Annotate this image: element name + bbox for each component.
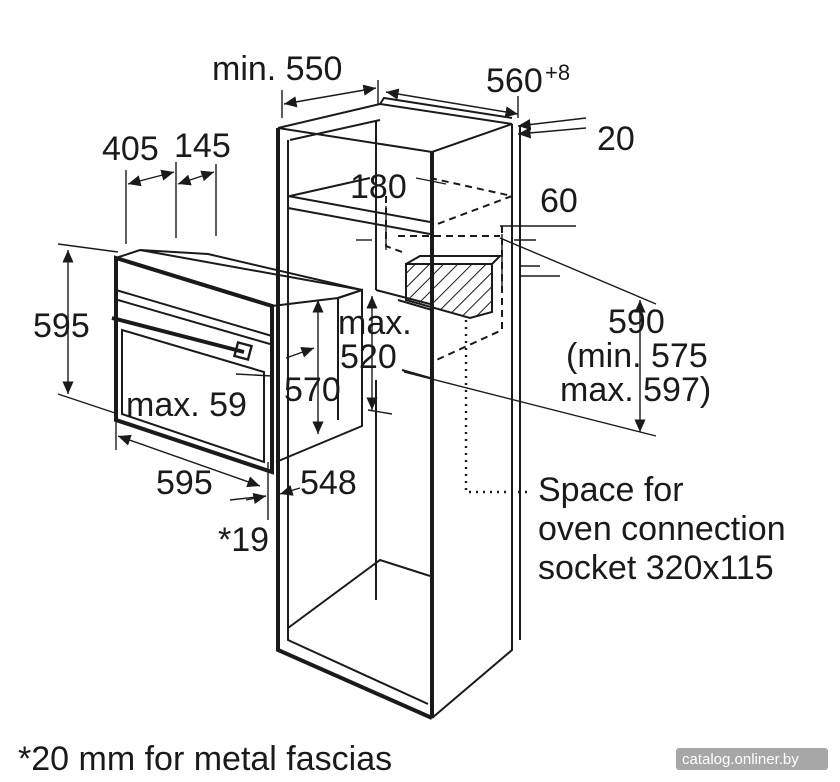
label-socket-line2: oven connection (538, 510, 786, 548)
label-595-width: 595 (156, 464, 213, 502)
connection-socket-area (405, 255, 503, 320)
label-min-575: (min. 575 (566, 337, 708, 375)
footnote: *20 mm for metal fascias (18, 740, 392, 778)
label-145: 145 (174, 127, 231, 165)
label-max-59: max. 59 (126, 386, 247, 424)
label-570: 570 (284, 371, 341, 409)
label-min-550: min. 550 (212, 50, 342, 88)
label-560: 560 (486, 62, 543, 100)
oven (111, 248, 363, 475)
label-548: 548 (300, 464, 357, 502)
socket-leader (464, 320, 530, 494)
label-180: 180 (350, 168, 407, 206)
label-60: 60 (540, 182, 578, 220)
watermark: catalog.onliner.by (676, 748, 828, 770)
label-socket-line3: socket 320x115 (538, 549, 774, 587)
label-590: 590 (608, 303, 665, 341)
label-560-tolerance: +8 (545, 60, 570, 85)
label-note-19: *19 (218, 521, 269, 559)
label-max: max. (338, 304, 412, 342)
label-405: 405 (102, 130, 159, 168)
label-socket-line1: Space for (538, 471, 684, 509)
labels: min. 550 560 +8 20 405 145 180 60 595 ma… (18, 50, 786, 778)
watermark-text: catalog.onliner.by (682, 751, 799, 768)
dimension-lines (57, 80, 657, 520)
label-595-height: 595 (33, 307, 90, 345)
cabinet (276, 96, 521, 720)
label-max-597: max. 597) (560, 371, 711, 409)
label-20: 20 (597, 120, 635, 158)
label-520: 520 (340, 338, 397, 376)
